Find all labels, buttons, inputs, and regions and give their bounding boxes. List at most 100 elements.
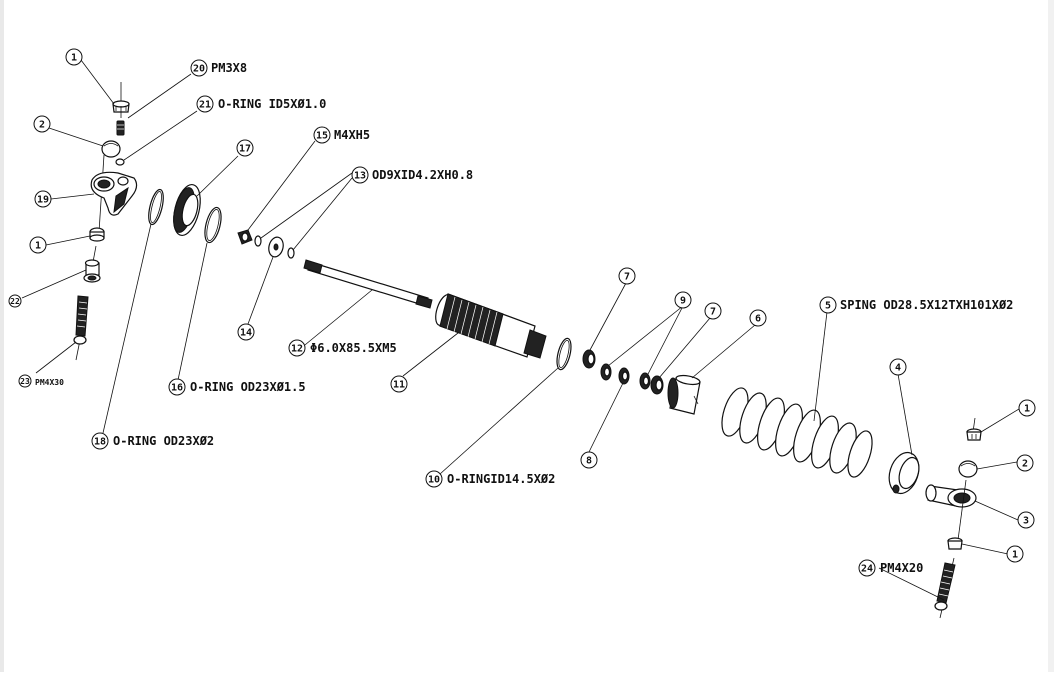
callout-bubble <box>858 559 876 577</box>
callout-c12: 12 Φ6.0X85.5XM5 <box>288 339 397 357</box>
callout-bubble <box>1018 399 1036 417</box>
callout-c3: 3 <box>1017 511 1035 529</box>
callout-number: 19 <box>37 195 49 206</box>
part-16-oring <box>204 206 222 244</box>
callout-bubble <box>288 339 306 357</box>
part-2-ball-right <box>958 460 978 478</box>
callout-bubble <box>236 139 254 157</box>
callout-number: 7 <box>624 272 630 283</box>
callout-bubble <box>704 302 722 320</box>
callout-bubble <box>889 358 907 376</box>
callout-number: 17 <box>239 144 251 155</box>
part-1-cap-screw-mid-left <box>89 227 105 242</box>
callout-c6: 6 <box>749 309 767 327</box>
left-edge-bar <box>0 0 4 672</box>
callout-spec-text: O-RING OD23XØ1.5 <box>190 380 306 394</box>
callout-spec-text: OD9XID4.2XH0.8 <box>372 168 473 182</box>
callout-bubble <box>580 451 598 469</box>
callout-number: 1 <box>1012 550 1018 561</box>
callout-number: 4 <box>895 363 901 374</box>
callout-c10: 10 O-RINGID14.5XØ2 <box>425 470 555 488</box>
callout-bubble <box>351 166 369 184</box>
callout-bubble <box>425 470 443 488</box>
part-18-oring-left <box>148 188 164 226</box>
callout-bubble <box>819 296 837 314</box>
callout-bubble <box>749 309 767 327</box>
callout-number: 8 <box>586 456 592 467</box>
callout-c2b: 2 <box>1016 454 1034 472</box>
part-1-cap-screw-top-left <box>112 100 130 113</box>
right-edge-bar <box>1048 0 1054 672</box>
callout-c11: 11 <box>390 375 408 393</box>
part-1-cap-screw-bottom-right <box>947 537 963 550</box>
part-14-piston <box>268 236 284 258</box>
callout-spec-text: O-RING ID5XØ1.0 <box>218 97 326 111</box>
callout-c1d: 1 <box>1006 545 1024 563</box>
callout-c1a: 1 <box>65 48 83 66</box>
callout-number: 12 <box>291 344 303 355</box>
callout-spec-text: PM4X30 <box>35 378 64 387</box>
callout-bubble <box>1006 545 1024 563</box>
callout-number: 11 <box>393 380 405 391</box>
part-19-rod-end-left <box>90 171 138 216</box>
callout-bubble <box>1017 511 1035 529</box>
callout-c7a: 7 <box>618 267 636 285</box>
callout-bubble <box>674 291 692 309</box>
callout-c1b: 1 <box>29 236 47 254</box>
part-17-cap <box>173 184 201 236</box>
callout-number: 1 <box>35 241 41 252</box>
part-7-bushing-a <box>582 349 596 369</box>
callout-c22: 22 <box>8 294 22 308</box>
callout-bubble <box>618 267 636 285</box>
callout-number: 1 <box>1024 404 1030 415</box>
part-11-shock-body <box>435 293 547 359</box>
part-23-long-screw <box>73 295 89 345</box>
callout-bubble <box>91 432 109 450</box>
callout-c7b: 7 <box>704 302 722 320</box>
part-4-spring-retainer <box>888 451 920 495</box>
callout-spec-text: O-RINGID14.5XØ2 <box>447 472 555 486</box>
callout-spec-text: O-RING OD23XØ2 <box>113 434 214 448</box>
callout-number: 9 <box>680 296 686 307</box>
callout-bubble <box>190 59 208 77</box>
callout-number: 24 <box>861 564 873 575</box>
callout-number: 20 <box>193 64 205 75</box>
part-3-rod-end-right <box>925 484 977 508</box>
part-2-ball-top-left <box>101 140 121 158</box>
callout-number: 3 <box>1023 516 1029 527</box>
callout-number: 1 <box>71 53 77 64</box>
callout-number: 5 <box>825 301 831 312</box>
part-5-spring <box>721 387 873 478</box>
callout-c8: 8 <box>580 451 598 469</box>
part-12-shaft <box>303 259 433 309</box>
callout-bubble <box>8 294 22 308</box>
callout-c19: 19 <box>34 190 52 208</box>
callout-bubble <box>29 236 47 254</box>
callout-number: 6 <box>755 314 761 325</box>
part-15-nut <box>237 229 253 245</box>
callout-number: 13 <box>354 171 366 182</box>
callout-number: 10 <box>428 475 440 486</box>
part-24-screw <box>934 562 956 611</box>
callout-spec-text: Φ6.0X85.5XM5 <box>310 341 397 355</box>
callout-number: 15 <box>316 131 328 142</box>
part-8-spacer <box>618 367 630 385</box>
part-7-bushing-b <box>650 375 664 395</box>
part-20-set-screw <box>116 120 125 136</box>
callout-c1c: 1 <box>1018 399 1036 417</box>
callout-c9: 9 <box>674 291 692 309</box>
part-13-washer-b <box>287 247 295 259</box>
part-9-seal-a <box>600 363 612 381</box>
part-1-cap-screw-top-right <box>966 428 982 441</box>
callout-bubble <box>65 48 83 66</box>
callout-bubble <box>33 115 51 133</box>
callout-number: 2 <box>1022 459 1028 470</box>
